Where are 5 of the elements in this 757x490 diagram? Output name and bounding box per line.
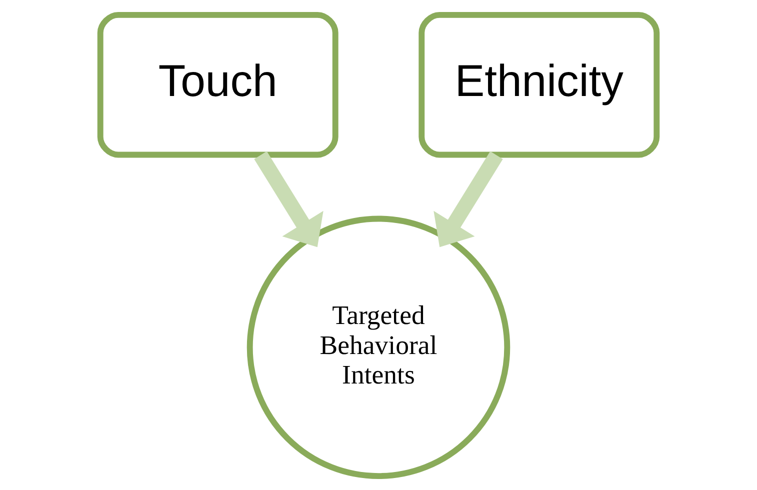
node-circle: Targeted Behavioral Intents [246, 215, 510, 479]
node-box: Ethnicity [418, 11, 660, 158]
node-box: Touch [97, 11, 338, 158]
arrow [254, 150, 324, 247]
arrow [434, 150, 503, 247]
